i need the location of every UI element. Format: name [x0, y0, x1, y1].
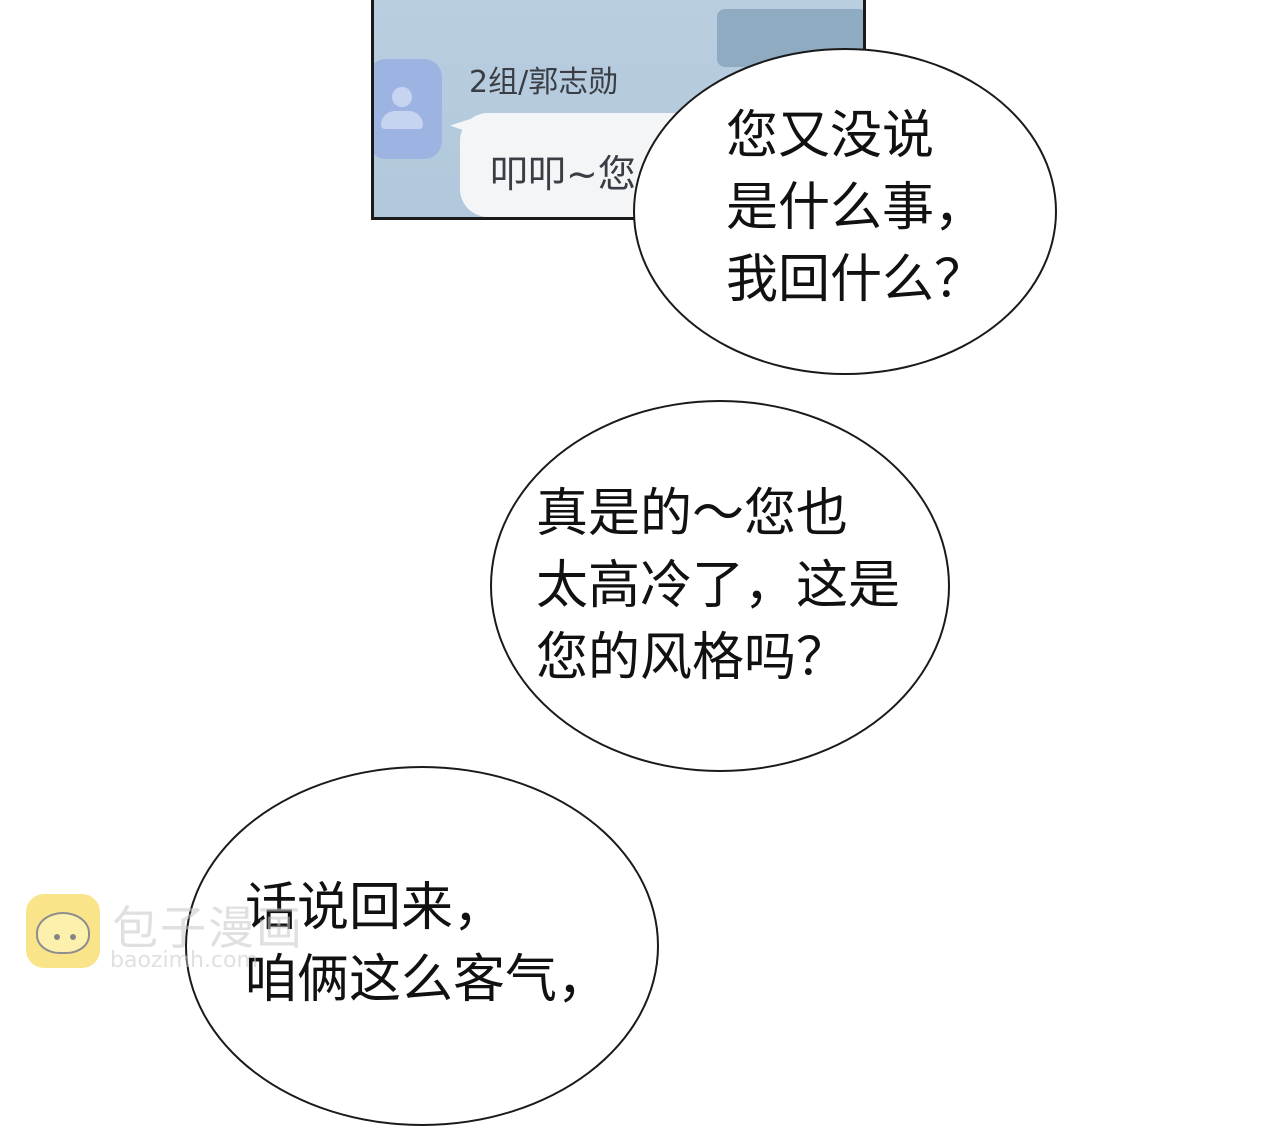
speech-balloon-text: 真是的～您也 太高冷了，这是 您的风格吗？	[536, 484, 901, 688]
chat-sender-name: 2组/郭志勋	[469, 65, 619, 100]
watermark: 包子漫画 baozimh.com	[26, 892, 346, 982]
bun-face	[36, 912, 90, 954]
bun-eye-right	[70, 934, 76, 940]
bun-eye-left	[54, 934, 60, 940]
speech-balloon-text: 您又没说 是什么事， 我回什么？	[726, 106, 987, 310]
bun-logo-icon	[26, 894, 100, 968]
watermark-url: baozimh.com	[110, 948, 258, 973]
chat-message-text: 叩叩~您	[490, 152, 636, 196]
user-avatar-icon	[374, 59, 442, 159]
watermark-title: 包子漫画	[112, 901, 304, 955]
avatar-head	[392, 87, 412, 107]
speech-balloon-2: 真是的～您也 太高冷了，这是 您的风格吗？	[490, 400, 950, 772]
speech-balloon-1: 您又没说 是什么事， 我回什么？	[633, 48, 1057, 375]
avatar-body	[381, 111, 423, 129]
